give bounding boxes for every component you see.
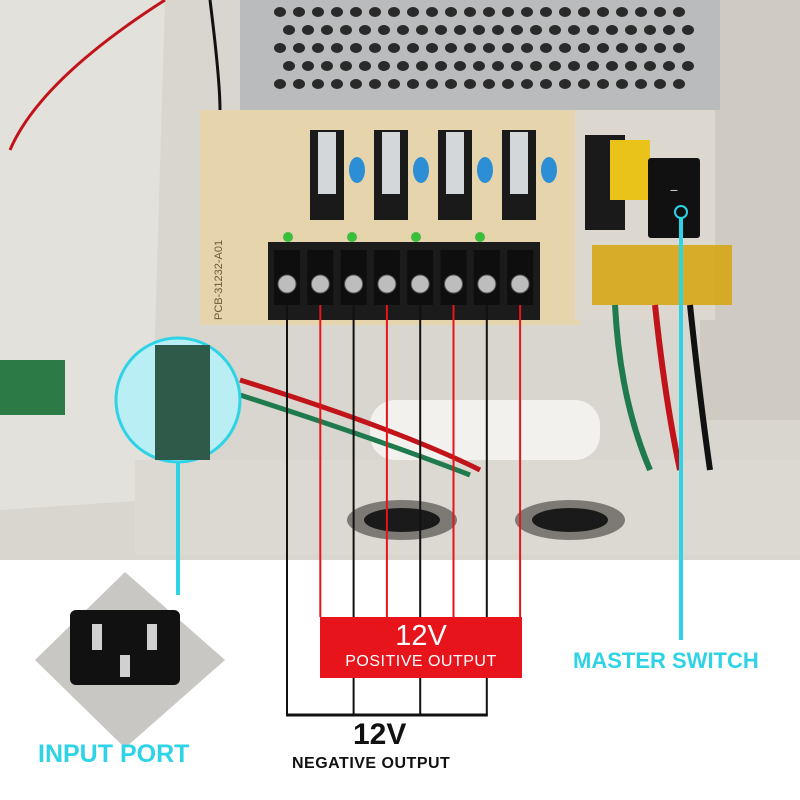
terminal-screw [344,274,364,294]
input-port-label: INPUT PORT [38,740,190,768]
capacitor [541,157,557,183]
terminal-screw [510,274,530,294]
fuse [318,132,336,194]
capacitor [349,157,365,183]
positive-voltage: 12V [395,620,447,652]
terminal-screw [377,274,397,294]
pcb-marking: PCB-31232-A01 [213,240,225,320]
fuse [510,132,528,194]
terminal-screw [477,274,497,294]
positive-output-label: 12V POSITIVE OUTPUT [320,617,522,678]
capacitor [413,157,429,183]
led [283,232,293,242]
master-switch-label: MASTER SWITCH [573,648,759,673]
fuse [446,132,464,194]
fuse [382,132,400,194]
terminal-screw [277,274,297,294]
mains-terminal [592,245,732,305]
terminal-screw [310,274,330,294]
positive-output-text: POSITIVE OUTPUT [345,653,497,670]
led [411,232,421,242]
capacitor [477,157,493,183]
power-supply-unit [240,0,720,110]
master-switch-rocker [648,158,700,238]
negative-output-text: NEGATIVE OUTPUT [292,755,451,772]
terminal-screw [444,274,463,294]
terminal-screw [410,274,430,294]
svg-text:−: − [670,182,678,198]
led [475,232,485,242]
led [347,232,357,242]
negative-voltage: 12V [353,718,407,751]
